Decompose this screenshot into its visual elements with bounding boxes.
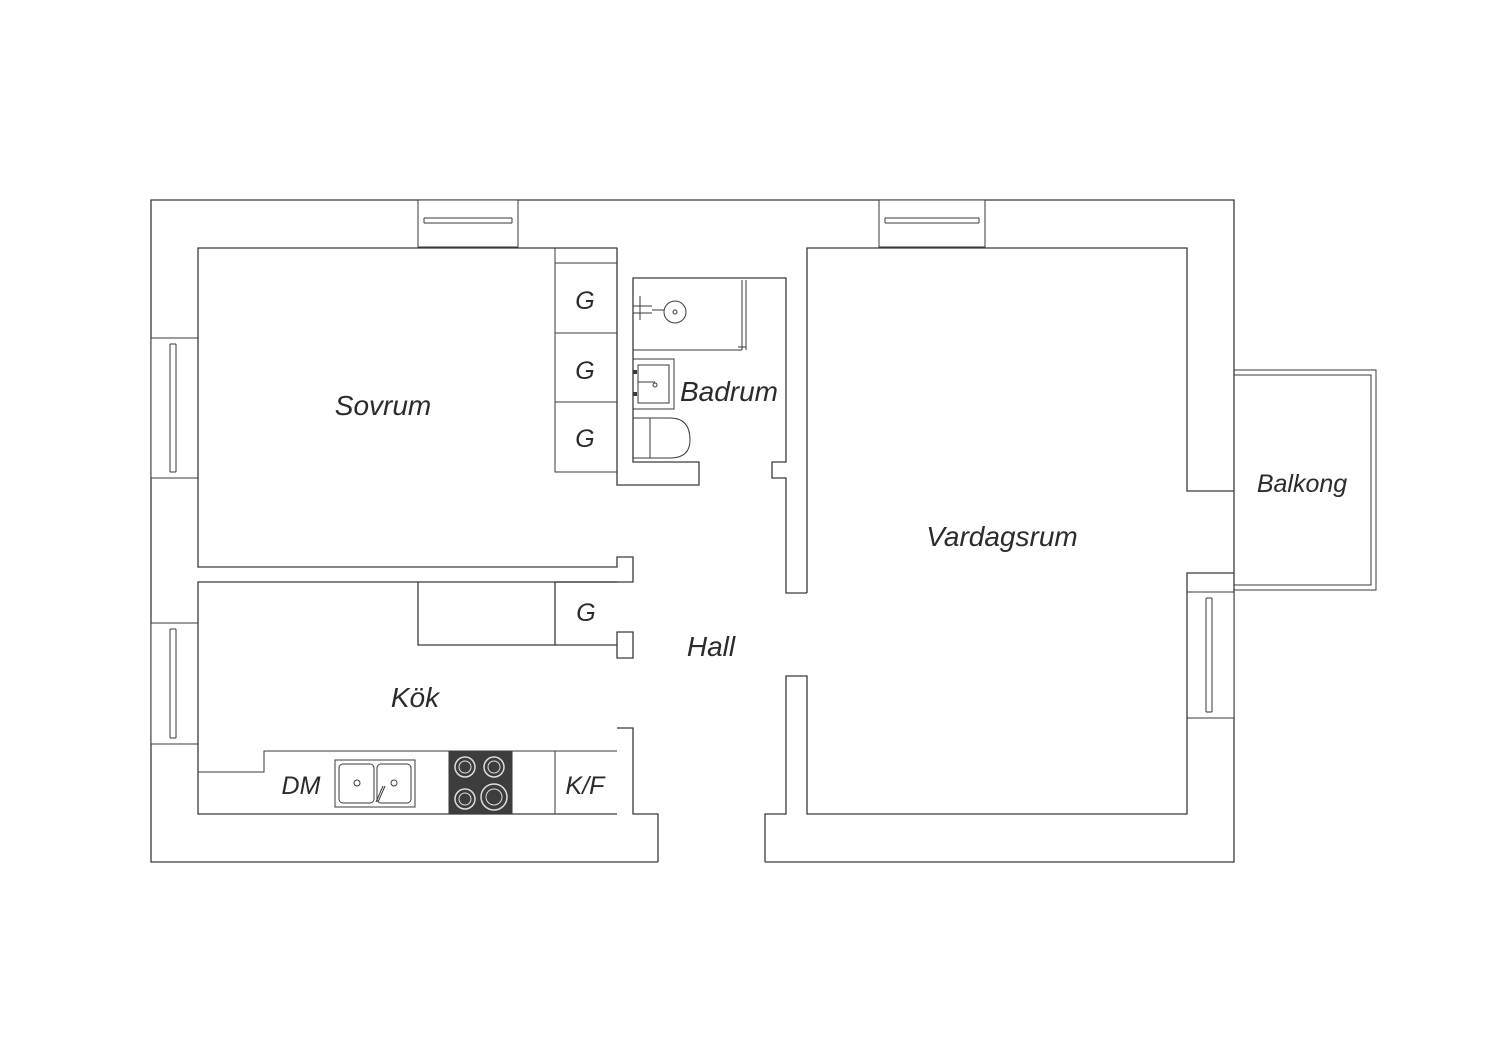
balcony <box>1234 369 1377 591</box>
kok-wall <box>197 581 617 815</box>
washbasin <box>632 358 675 410</box>
wardrobe-label-2: G <box>575 357 594 385</box>
room-label-kok: Kök <box>391 682 441 713</box>
kitchen-counter <box>198 750 617 814</box>
room-label-vardagsrum: Vardagsrum <box>926 521 1077 552</box>
shower <box>633 280 747 351</box>
window-kok-left <box>150 622 199 745</box>
badrum-right-wall <box>746 277 807 594</box>
windows <box>150 199 1235 745</box>
window-vardagsrum-right <box>1186 591 1235 719</box>
hall-wardrobe-front <box>555 631 634 659</box>
window-sovrum-left <box>150 337 199 479</box>
room-label-balkong: Balkong <box>1257 470 1347 498</box>
vardagsrum-wall <box>806 247 1234 593</box>
wardrobe-label-hall: G <box>576 599 595 627</box>
sovrum-wall <box>197 247 634 583</box>
kok-lower-wall <box>617 727 659 862</box>
fridge-freezer-label: K/F <box>566 772 607 800</box>
stove <box>448 750 513 815</box>
wardrobe-label-1: G <box>575 287 594 315</box>
outer-wall <box>150 199 1235 863</box>
toilet <box>632 417 691 459</box>
sink <box>334 759 416 808</box>
vardagsrum-lower-wall <box>764 572 1234 862</box>
room-label-hall: Hall <box>687 631 736 662</box>
room-label-sovrum: Sovrum <box>335 390 431 421</box>
dishwasher-label: DM <box>282 772 321 800</box>
badrum-wall <box>616 248 746 486</box>
wardrobe-label-3: G <box>575 425 594 453</box>
room-label-badrum: Badrum <box>680 376 778 407</box>
window-sovrum-top <box>417 199 519 248</box>
window-vardagsrum-top <box>878 199 986 248</box>
